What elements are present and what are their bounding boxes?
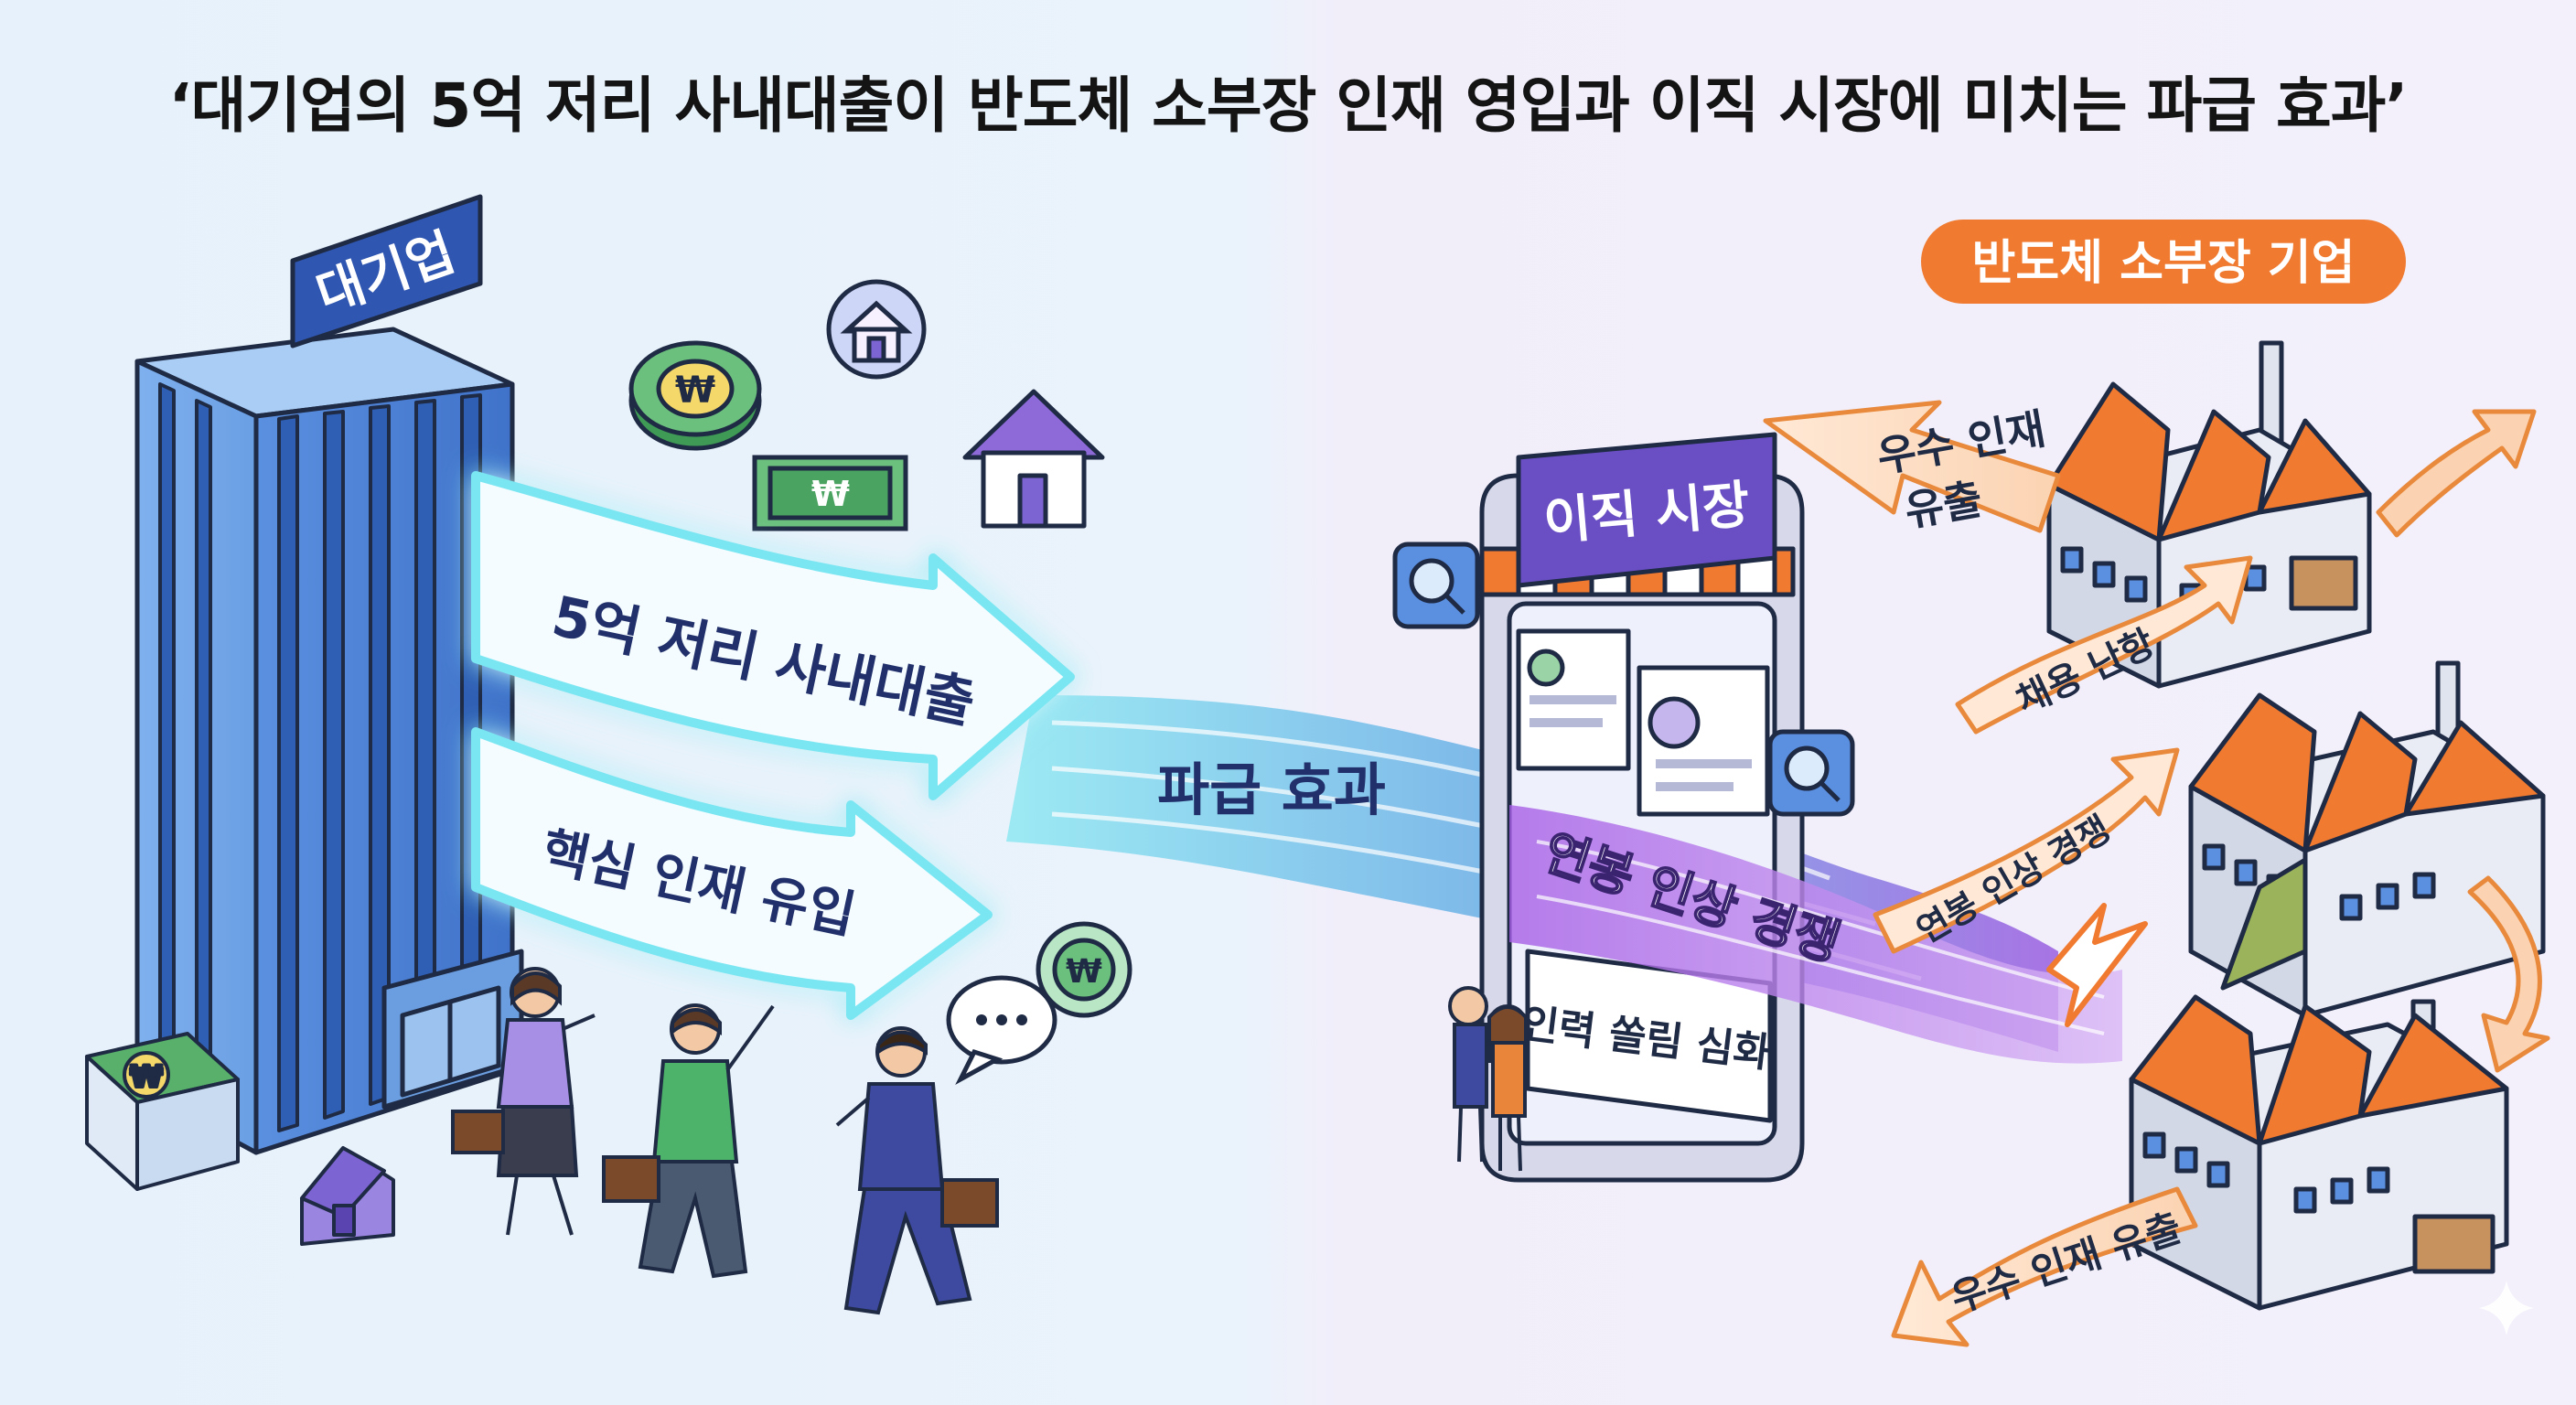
outflow-top-line2: 유출 <box>1901 474 1986 536</box>
page-title: ‘대기업의 5억 저리 사내대출이 반도체 소부장 인재 영입과 이직 시장에 … <box>168 70 2409 141</box>
corporate-building <box>134 327 524 1155</box>
coin-icon-mid: ₩ <box>1036 921 1132 1018</box>
outflow-arrow-top <box>1763 400 2061 533</box>
purple-house-bottom <box>300 1146 395 1246</box>
company-badge: 반도체 소부장 기업 <box>1921 220 2406 304</box>
currency-symbol-coin: ₩ <box>675 370 715 412</box>
concentration-banner: 인력 쏠림 심화 <box>1519 949 1773 1123</box>
person-man-green <box>602 1003 775 1279</box>
corporate-sign: 대기업 <box>290 194 483 349</box>
money-house-bottom-left: ₩ <box>85 1032 240 1191</box>
outflow-arrow-bottom <box>1891 1186 2198 1347</box>
person-couple <box>1448 986 1528 1172</box>
currency-symbol-coin2: ₩ <box>1066 953 1102 991</box>
banknote-icon: ₩ <box>752 455 908 531</box>
salary-arrow-right <box>1873 747 2180 954</box>
currency-symbol-note: ₩ <box>811 474 850 514</box>
person-woman <box>451 967 596 1236</box>
market-sign: 이직 시장 <box>1516 432 1777 588</box>
search-icon-right <box>1767 729 1855 817</box>
white-arrow-right <box>2046 903 2148 1027</box>
curve-arrow-top-right <box>2376 409 2537 538</box>
person-man-suit <box>835 1026 999 1315</box>
curve-arrow-mid-right <box>2467 875 2550 1073</box>
arrow-loan <box>471 471 1075 800</box>
search-icon-left <box>1392 542 1480 629</box>
outflow-bottom-label: 우수 인재 유출 <box>1946 1205 2186 1321</box>
house-icon-purple <box>962 389 1105 529</box>
company-badge-label: 반도체 소부장 기업 <box>1972 236 2356 291</box>
factory-middle <box>2188 660 2546 1018</box>
hiring-arrow <box>1955 555 2253 735</box>
arrow-talent <box>471 727 993 1020</box>
factory-bottom <box>2129 994 2509 1311</box>
flow-ribbon-purple <box>1509 805 2122 1064</box>
coin-icon-top: ₩ <box>628 340 762 451</box>
sparkle-icon <box>2479 1281 2534 1335</box>
house-bubble-icon <box>826 279 927 380</box>
speech-bubble-icon <box>946 975 1057 1086</box>
currency-symbol-house: ₩ <box>130 1059 162 1094</box>
flow-label: 파급 효과 <box>1157 756 1386 823</box>
